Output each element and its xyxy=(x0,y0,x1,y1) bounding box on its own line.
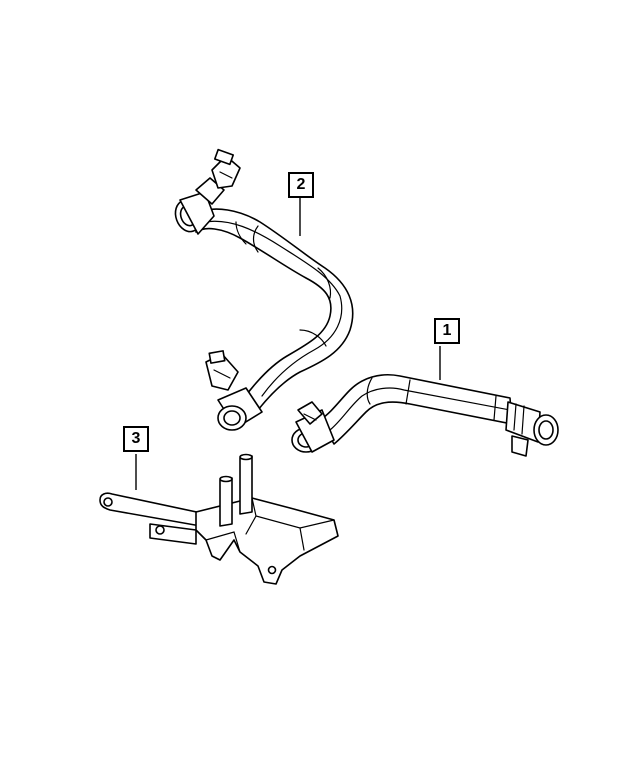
hose-part-2[interactable] xyxy=(171,148,354,431)
bracket-part-3[interactable] xyxy=(99,453,339,585)
callout-part-3[interactable]: 3 xyxy=(123,426,149,452)
callout-part-1[interactable]: 1 xyxy=(434,318,460,344)
callout-part-2[interactable]: 2 xyxy=(288,172,314,198)
hose-part-1[interactable] xyxy=(291,374,559,457)
